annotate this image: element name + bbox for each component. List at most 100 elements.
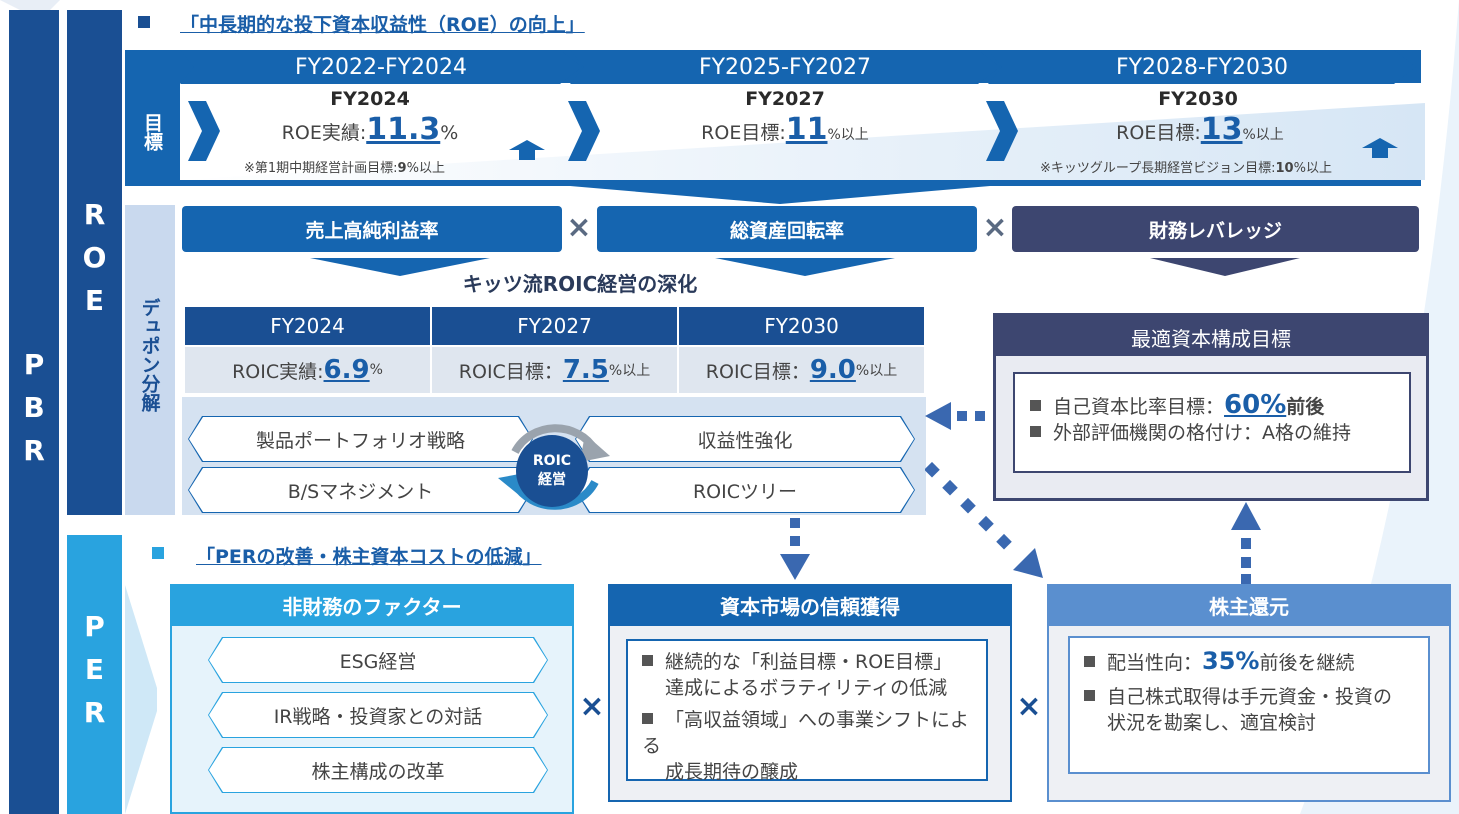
capital-rating: 外部評価機関の格付け：A格の維持 bbox=[1053, 422, 1351, 444]
times-icon: × bbox=[982, 210, 1008, 245]
target-2-unit: %以上 bbox=[827, 127, 869, 143]
trust-bullet-1-l2: 達成によるボラティリティの低減 bbox=[665, 677, 948, 699]
nonfin-esg-label: ESG経営 bbox=[209, 638, 547, 682]
target-1-year: FY2024 bbox=[330, 88, 410, 110]
bullet-icon bbox=[1030, 426, 1041, 437]
times-icon: × bbox=[579, 689, 605, 724]
roic-3-unit: %以上 bbox=[855, 363, 898, 379]
roic-1-unit: % bbox=[369, 362, 383, 378]
target-label-text: 目標 bbox=[141, 112, 163, 151]
per-sidebar: PER bbox=[67, 535, 122, 814]
capital-line-1: 自己資本比率目標：60%前後 bbox=[1030, 392, 1409, 420]
target-3-year: FY2030 bbox=[1158, 88, 1238, 110]
factor-3-label: 財務レバレッジ bbox=[1148, 219, 1282, 242]
period-2-label: FY2025-FY2027 bbox=[698, 54, 872, 80]
roic-3-value: 9.0 bbox=[809, 355, 856, 385]
roe-sidebar: ROE bbox=[67, 10, 122, 515]
per-title-bullet bbox=[152, 547, 164, 559]
nonfin-title: 非財務のファクター bbox=[170, 584, 574, 626]
target-label: 目標 bbox=[125, 83, 180, 180]
period-1-label: FY2022-FY2024 bbox=[294, 54, 468, 80]
chevron-icon bbox=[568, 101, 600, 161]
cycle-bs-label: B/Sマネジメント bbox=[189, 468, 532, 512]
roic-3-label: ROIC目標： bbox=[705, 360, 810, 383]
target-3-label: ROE目標: bbox=[1116, 122, 1201, 144]
up-arrow-icon bbox=[509, 140, 545, 160]
return-bullet-2-l2: 状況を勘案し、適宜検討 bbox=[1107, 712, 1317, 734]
dotted-arrow-left bbox=[925, 402, 985, 430]
target-1-note: ※第1期中期経営計画目標:9%以上 bbox=[244, 157, 445, 176]
bullet-icon bbox=[642, 655, 653, 666]
period-3-label: FY2028-FY2030 bbox=[1115, 54, 1289, 80]
period-chevron-3: FY2028-FY2030 bbox=[988, 50, 1416, 84]
target-1-note-suffix: %以上 bbox=[406, 161, 445, 176]
chevron-icon bbox=[188, 101, 220, 161]
trust-bullet-1: 継続的な「利益目標・ROE目標」 bbox=[642, 649, 986, 675]
roic-2-label: ROIC目標： bbox=[458, 360, 563, 383]
target-3-note: ※キッツグループ長期経営ビジョン目標:10%以上 bbox=[1040, 157, 1332, 176]
return-bullet-2: 自己株式取得は手元資金・投資の bbox=[1084, 684, 1428, 710]
dupont-label-text: デュポン分解 bbox=[138, 298, 161, 412]
bullet-icon bbox=[1030, 400, 1041, 411]
return-payout-label: 配当性向： bbox=[1107, 652, 1203, 674]
roic-value-2: ROIC目標：7.5%以上 bbox=[432, 347, 677, 393]
dupont-label: デュポン分解 bbox=[125, 270, 175, 440]
roe-title-bullet bbox=[138, 16, 150, 28]
target-1-note-prefix: ※第1期中期経営計画目標: bbox=[244, 161, 398, 176]
nonfin-shareholders: 株主構成の改革 bbox=[208, 747, 548, 793]
pbr-sidebar: PBR bbox=[9, 10, 59, 814]
dotted-arrow-diagonal bbox=[925, 462, 1043, 578]
cycle-portfolio: 製品ポートフォリオ戦略 bbox=[188, 416, 533, 462]
roic-1-value: 6.9 bbox=[323, 355, 370, 385]
capital-title: 最適資本構成目標 bbox=[1131, 326, 1291, 351]
return-payout-value: 35% bbox=[1202, 647, 1260, 675]
roic-2-unit: %以上 bbox=[608, 363, 651, 379]
roic-year-2: FY2027 bbox=[432, 307, 677, 345]
target-3-value: 13 bbox=[1200, 112, 1243, 147]
up-arrow-icon bbox=[1362, 138, 1398, 158]
roic-subtitle: キッツ流ROIC経営の深化 bbox=[462, 272, 698, 296]
cycle-portfolio-label: 製品ポートフォリオ戦略 bbox=[189, 417, 532, 461]
times-icon: × bbox=[566, 210, 592, 245]
return-title: 株主還元 bbox=[1047, 584, 1451, 626]
roic-value-3: ROIC目標：9.0%以上 bbox=[679, 347, 924, 393]
target-1-roe: ROE実績:11.3% bbox=[250, 112, 490, 147]
nonfin-ir: IR戦略・投資家との対話 bbox=[208, 692, 548, 738]
capital-ratio-suffix: 前後 bbox=[1286, 396, 1325, 418]
bullet-icon bbox=[1084, 690, 1095, 701]
bullet-icon bbox=[1084, 656, 1095, 667]
factor-asset-turnover: 総資産回転率 bbox=[597, 206, 977, 252]
trust-bullet-2-l2: 成長期待の醸成 bbox=[665, 761, 799, 783]
target-2-roe: ROE目標:11%以上 bbox=[660, 112, 910, 147]
down-arrow-icon bbox=[310, 258, 490, 276]
dupont-label-bg bbox=[125, 205, 175, 515]
per-section-title: 「PERの改善・株主資本コストの低減」 bbox=[196, 546, 542, 568]
factor-leverage: 財務レバレッジ bbox=[1012, 206, 1419, 252]
cycle-profitability-label: 収益性強化 bbox=[576, 417, 914, 461]
cycle-bs: B/Sマネジメント bbox=[188, 467, 533, 513]
trust-inner: 継続的な「利益目標・ROE目標」 達成によるボラティリティの低減 「高収益領域」… bbox=[626, 639, 988, 783]
target-2-label: ROE目標: bbox=[701, 122, 786, 144]
bullet-icon bbox=[642, 713, 653, 724]
roe-section-title: 「中長期的な投下資本収益性（ROE）の向上」 bbox=[180, 14, 585, 36]
period-chevron-1: FY2022-FY2024 bbox=[180, 50, 582, 84]
return-bullet-1: 配当性向：35%前後を継続 bbox=[1084, 648, 1428, 676]
down-arrow-icon bbox=[715, 258, 895, 276]
times-icon: × bbox=[1016, 689, 1042, 724]
roic-2-value: 7.5 bbox=[562, 355, 609, 385]
target-3-unit: %以上 bbox=[1242, 127, 1284, 143]
target-2-value: 11 bbox=[785, 112, 828, 147]
return-bullet-2-l1: 自己株式取得は手元資金・投資の bbox=[1107, 686, 1393, 708]
pbr-label: PBR bbox=[17, 347, 51, 477]
factor-1-label: 売上高純利益率 bbox=[305, 219, 439, 242]
down-arrow-icon bbox=[1150, 258, 1300, 276]
target-3-note-prefix: ※キッツグループ長期経営ビジョン目標: bbox=[1040, 161, 1276, 176]
target-1-note-value: 9 bbox=[397, 161, 407, 176]
target-gradient bbox=[180, 103, 1425, 180]
nonfin-esg: ESG経営 bbox=[208, 637, 548, 683]
period-chevron-2: FY2025-FY2027 bbox=[570, 50, 1000, 84]
nonfin-ir-label: IR戦略・投資家との対話 bbox=[209, 693, 547, 737]
chevron-icon bbox=[986, 101, 1018, 161]
roic-center-line2: 経営 bbox=[538, 472, 566, 488]
return-inner: 配当性向：35%前後を継続 自己株式取得は手元資金・投資の 状況を勘案し、適宜検… bbox=[1068, 636, 1430, 774]
